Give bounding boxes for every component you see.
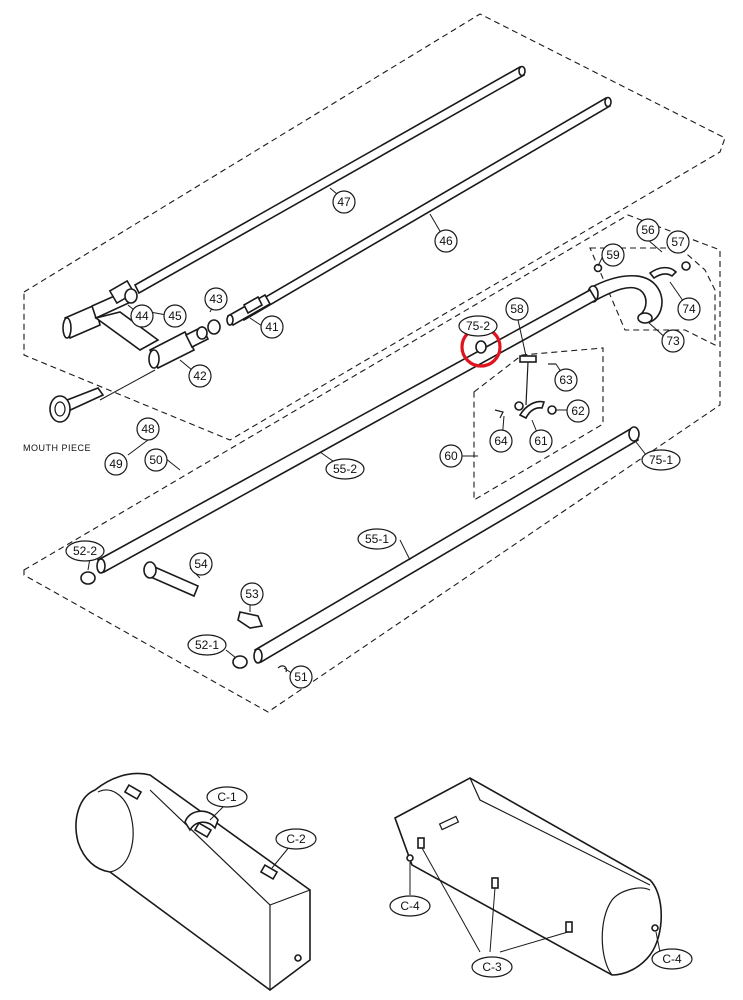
svg-text:75-2: 75-2 [466,319,490,333]
svg-text:52-1: 52-1 [195,638,219,652]
mouthpiece-label: MOUTH PIECE [23,443,91,453]
part-label-41: 41 [260,315,284,339]
water-key-group-outline [473,347,604,501]
case-label-c4-right: C-4 [651,948,693,970]
hook-74 [648,266,678,280]
svg-text:48: 48 [141,422,155,436]
svg-text:55-1: 55-1 [365,532,389,546]
svg-text:53: 53 [245,587,259,601]
svg-text:74: 74 [682,302,696,316]
part-label-42: 42 [188,364,212,388]
part-label-55-2: 55-2 [325,458,365,480]
svg-text:75-1: 75-1 [649,453,673,467]
svg-text:73: 73 [666,334,680,348]
case-label-c3: C-3 [471,956,513,978]
svg-text:64: 64 [494,434,508,448]
part-label-49: 49 [104,452,128,476]
part-label-75-2: 75-2 [458,315,498,337]
svg-text:51: 51 [294,670,308,684]
part-label-52-1: 52-1 [187,634,227,656]
cap-52-1 [232,655,248,669]
part-label-59: 59 [601,243,625,267]
svg-text:52-2: 52-2 [73,544,97,558]
svg-text:58: 58 [510,302,524,316]
part-label-46: 46 [434,229,458,253]
svg-text:43: 43 [209,292,223,306]
tube-55-1 [253,426,640,664]
part-label-75-1: 75-1 [641,449,681,471]
svg-text:47: 47 [337,195,351,209]
svg-text:45: 45 [168,309,182,323]
part-label-57: 57 [666,230,690,254]
svg-text:61: 61 [534,434,548,448]
ring-59 [593,263,603,273]
svg-text:C-3: C-3 [482,960,502,974]
part-label-58: 58 [505,297,529,321]
part-label-64: 64 [489,429,513,453]
svg-text:54: 54 [194,557,208,571]
part-label-52-2: 52-2 [65,540,105,562]
svg-text:60: 60 [444,449,458,463]
svg-text:C-4: C-4 [400,899,420,913]
part-label-54: 54 [189,552,213,576]
case-front-view [75,772,311,991]
svg-text:50: 50 [149,453,163,467]
part-label-61: 61 [529,429,553,453]
part-label-48: 48 [136,417,160,441]
svg-text:55-2: 55-2 [333,462,357,476]
part-label-44: 44 [130,304,154,328]
part-label-53: 53 [240,582,264,606]
upper-assembly-outline [23,13,726,441]
part-label-74: 74 [677,297,701,321]
case-label-c4-left: C-4 [389,895,431,917]
nut-57 [681,261,691,271]
part-label-55-1: 55-1 [357,528,397,550]
svg-text:C-4: C-4 [662,952,682,966]
mouthpiece [49,387,105,423]
svg-text:C-1: C-1 [217,790,237,804]
part-label-56: 56 [636,218,660,242]
svg-text:42: 42 [193,369,207,383]
part-label-73: 73 [661,329,685,353]
tube-47 [133,65,526,295]
water-key-parts [494,355,557,420]
svg-text:44: 44 [135,309,149,323]
part-label-47: 47 [332,190,356,214]
case-label-c1: C-1 [206,786,248,808]
svg-text:59: 59 [606,248,620,262]
case-back-view [394,777,663,976]
svg-text:63: 63 [559,373,573,387]
part-label-62: 62 [566,399,590,423]
part-label-60: 60 [439,444,463,468]
part-label-51: 51 [289,665,313,689]
tube-55-2 [96,288,598,574]
svg-text:C-2: C-2 [286,832,306,846]
svg-text:49: 49 [109,457,123,471]
spring-51 [277,665,287,673]
svg-text:41: 41 [265,320,279,334]
slide-stop-54 [143,561,200,598]
part-label-45: 45 [163,304,187,328]
svg-text:57: 57 [671,235,685,249]
lower-assembly-outline [23,214,721,713]
part-label-43: 43 [204,287,228,311]
ring-75-2 [475,340,487,354]
svg-text:46: 46 [439,234,453,248]
case-label-c2: C-2 [275,828,317,850]
part-label-63: 63 [554,368,578,392]
slide-brace-assembly [62,279,272,370]
cap-52-2 [80,571,96,585]
bell-crook [587,274,663,324]
part-label-50: 50 [144,448,168,472]
lock-53 [237,611,264,629]
svg-text:56: 56 [641,223,655,237]
svg-text:62: 62 [571,404,585,418]
case-leader-lines [209,799,661,953]
